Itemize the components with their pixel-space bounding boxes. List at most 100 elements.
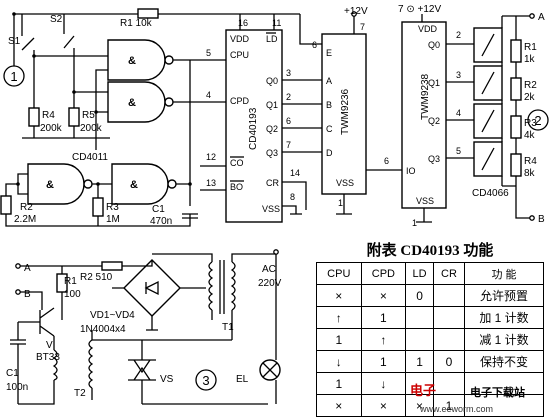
svg-text:VSS: VSS (336, 178, 354, 188)
svg-text:CR: CR (266, 178, 279, 188)
svg-text:1: 1 (338, 198, 343, 208)
analog-switch-array: CD4066 (472, 27, 509, 199)
cell: 1 (316, 372, 362, 395)
svg-text:B: B (538, 214, 545, 225)
svg-text:7: 7 (360, 22, 365, 32)
svg-text:8: 8 (290, 192, 295, 202)
section-1-marker: 1 (3, 65, 25, 87)
svg-text:VSS: VSS (416, 196, 434, 206)
capacitor-c1: C1 470n (100, 204, 198, 227)
ic-twm9236: TWM9236 E A B C D VSS +12V 6 7 1 (312, 6, 368, 208)
svg-text:VS: VS (160, 374, 174, 385)
svg-text:CD40193: CD40193 (248, 107, 259, 150)
svg-text:3: 3 (286, 68, 291, 78)
svg-text:AC: AC (262, 264, 276, 275)
marker-section-3: 3 (195, 369, 217, 391)
ic-twm9238: TWM9238 VDD Q0 Q1 Q2 Q3 IO VSS 7 ⊙ +12V … (384, 4, 461, 228)
svg-text:1k: 1k (524, 54, 536, 65)
transformer-t2: T2 (18, 336, 94, 405)
cell: ↓ (316, 350, 362, 373)
table-caption: 附表 CD40193 功能 (366, 243, 494, 259)
svg-text:1M: 1M (106, 214, 120, 225)
svg-text:5: 5 (206, 48, 211, 58)
svg-text:2: 2 (456, 30, 461, 40)
nand-gate-2: & (107, 81, 174, 123)
header-ld: LD (405, 262, 434, 285)
svg-text:BO: BO (230, 182, 243, 192)
nand-gate-4: & (111, 163, 177, 205)
svg-text:TWM9238: TWM9238 (420, 73, 431, 120)
cell (432, 284, 466, 307)
svg-text:4: 4 (206, 90, 211, 100)
svg-text:LD: LD (266, 34, 278, 44)
cell: × (316, 284, 362, 307)
cell (405, 306, 434, 329)
svg-text:D: D (326, 148, 333, 158)
header-function: 功 能 (464, 262, 544, 285)
svg-text:A: A (538, 12, 545, 23)
svg-text:R1: R1 (64, 276, 77, 287)
capacitor-power-c1: C1 100n (6, 321, 30, 404)
svg-text:B: B (326, 100, 332, 110)
svg-text:T1: T1 (222, 322, 234, 333)
cell: ↓ (360, 372, 407, 395)
table-row: × × × 1 (316, 394, 544, 417)
svg-text:8k: 8k (524, 168, 536, 179)
svg-text:R4: R4 (524, 156, 537, 167)
svg-text:100n: 100n (6, 382, 28, 393)
transformer-t1: T1 (208, 260, 236, 333)
svg-text:TWM9236: TWM9236 (340, 88, 351, 135)
svg-text:R2: R2 (524, 80, 537, 91)
svg-text:CD4011: CD4011 (72, 152, 108, 163)
svg-text:Q2: Q2 (266, 124, 278, 134)
svg-text:&: & (130, 179, 138, 191)
cell: ↑ (316, 306, 362, 329)
cell: 保持不变 (464, 350, 544, 373)
svg-text:Q1: Q1 (428, 78, 440, 88)
cd4011-label: CD4011 (72, 152, 108, 163)
watermark-logo: 电子 (410, 383, 437, 398)
cell: 允许预置 (464, 284, 544, 307)
svg-text:7: 7 (286, 140, 291, 150)
svg-text:R1 10k: R1 10k (120, 18, 153, 29)
ladder-resistors: R1 1k R2 2k R3 4k R4 8k (510, 39, 537, 179)
svg-text:R5: R5 (82, 110, 95, 121)
svg-text:IO: IO (406, 166, 416, 176)
svg-text:1: 1 (10, 69, 17, 84)
svg-text:4k: 4k (524, 130, 536, 141)
table-row: × × 0 允许预置 (316, 284, 544, 307)
cell (405, 328, 434, 351)
table-row: ↑ 1 加 1 计数 (316, 306, 544, 329)
svg-text:Q0: Q0 (428, 40, 440, 50)
svg-text:7 ⊙ +12V: 7 ⊙ +12V (398, 4, 441, 15)
svg-text:C1: C1 (6, 368, 19, 379)
cell: 1 (360, 306, 407, 329)
cell: 1 (360, 350, 407, 373)
svg-text:A: A (326, 76, 332, 86)
svg-text:E: E (326, 48, 332, 58)
cell: 0 (432, 350, 466, 373)
svg-text:13: 13 (206, 178, 216, 188)
resistor-power-r1: R1 100 (56, 266, 81, 320)
svg-text:C: C (326, 124, 333, 134)
svg-text:5: 5 (456, 146, 461, 156)
resistor-r1: R1 10k (120, 8, 159, 29)
lamp-el: EL (236, 359, 281, 385)
header-cr: CR (432, 262, 466, 285)
svg-text:Q3: Q3 (428, 154, 440, 164)
svg-text:+12V: +12V (344, 6, 368, 17)
cell: 加 1 计数 (464, 306, 544, 329)
cell: 1 (405, 350, 434, 373)
svg-text:R3: R3 (524, 118, 537, 129)
cell: ↑ (360, 328, 407, 351)
svg-text:470n: 470n (150, 216, 172, 227)
svg-text:2: 2 (534, 113, 541, 128)
svg-text:BT33: BT33 (36, 352, 60, 363)
cell: 1 (316, 328, 362, 351)
svg-text:100: 100 (64, 289, 81, 300)
cell (432, 306, 466, 329)
table-row: 1 ↑ 减 1 计数 (316, 328, 544, 351)
svg-text:CD4066: CD4066 (472, 188, 509, 199)
resistor-r2: R2 2.2M (0, 183, 100, 227)
svg-text:Q2: Q2 (428, 116, 440, 126)
